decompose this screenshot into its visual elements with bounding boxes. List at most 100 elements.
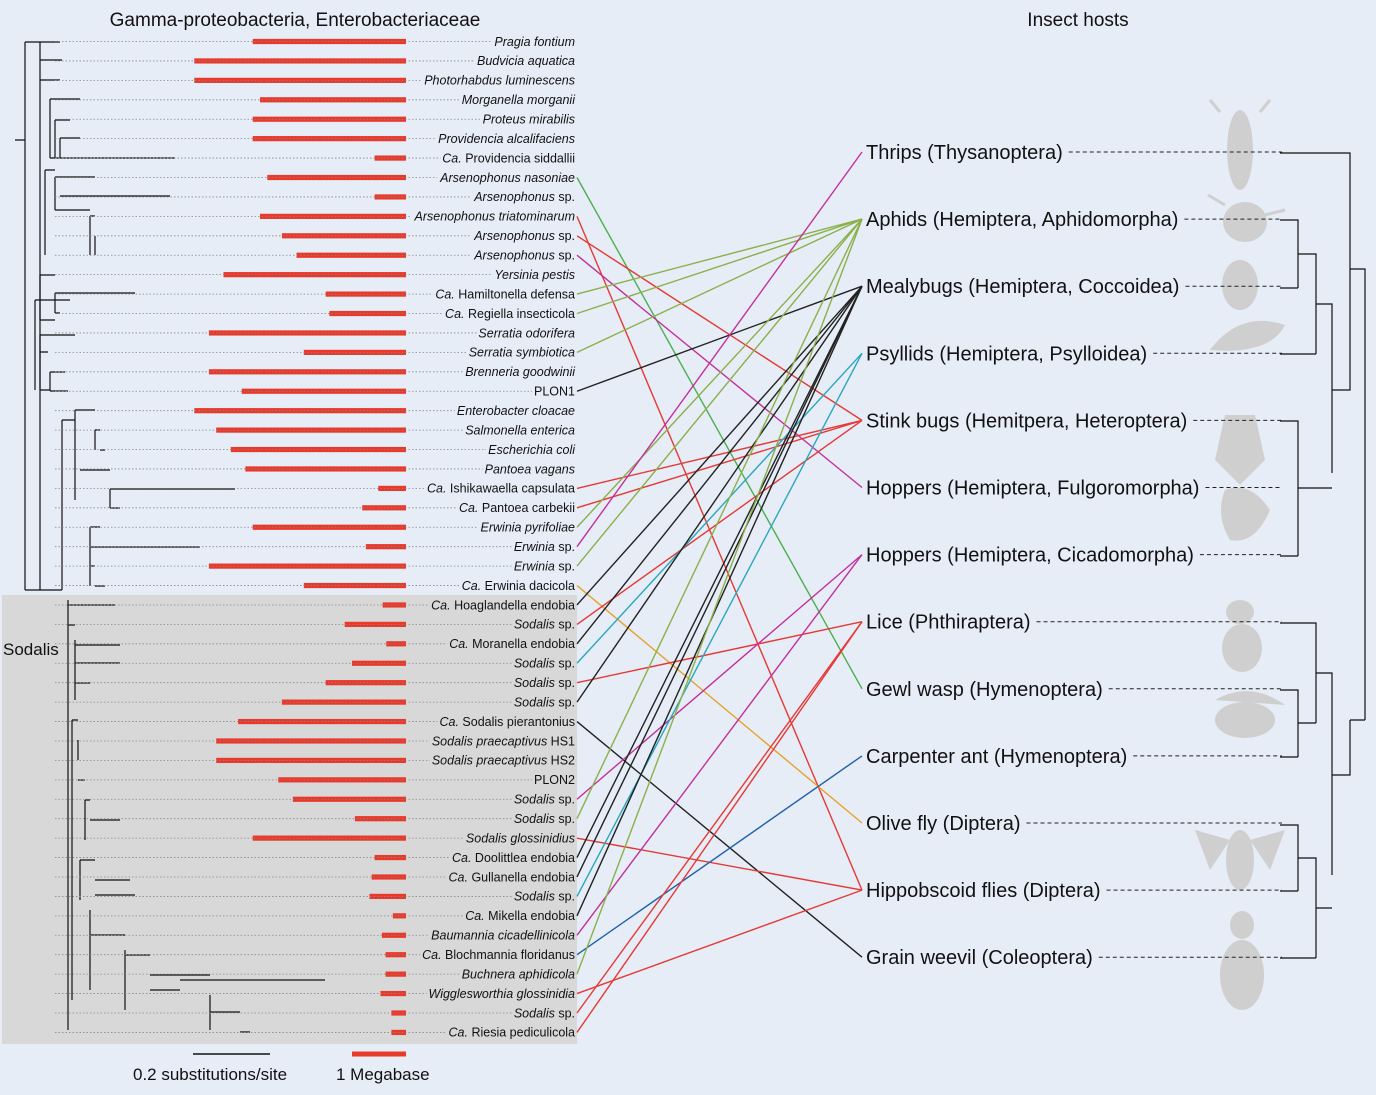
weevil-icon — [1220, 911, 1264, 1010]
taxon-label-bg — [443, 306, 578, 321]
taxon-name: Sodalis — [514, 676, 555, 690]
taxon-name: Mikella endobia — [488, 909, 575, 923]
taxon-label-bg — [454, 403, 578, 418]
taxon-label: Sodalis praecaptivus HS1 — [432, 734, 575, 748]
taxon-prefix: Ca. — [442, 151, 465, 165]
association-line — [576, 285, 863, 645]
taxon-label-bg — [420, 947, 577, 962]
taxon-label-bg — [511, 675, 577, 690]
taxon-name: Erwinia pyrifoliae — [481, 521, 576, 535]
taxon-label: Sodalis sp. — [514, 695, 575, 709]
taxon-label-bg — [463, 908, 578, 923]
association-line — [576, 721, 863, 958]
taxon-suffix: sp. — [555, 618, 575, 632]
genome-bar — [296, 252, 406, 258]
taxon-suffix: sp. — [555, 657, 575, 671]
taxon-label: Salmonella enterica — [465, 423, 575, 437]
taxon-name: Doolittlea endobia — [475, 851, 575, 865]
taxon-name: Blochmannia floridanus — [445, 948, 575, 962]
taxon-label-bg — [475, 53, 578, 68]
taxon-name: Arsenophonus nasoniae — [439, 171, 575, 185]
host-labels: Thrips (Thysanoptera)Aphids (Hemiptera, … — [866, 142, 1282, 969]
taxon-label: Morganella morganii — [462, 93, 576, 107]
host-label: Lice (Phthiraptera) — [866, 612, 1031, 634]
taxon-name: Providencia siddallii — [465, 151, 575, 165]
taxon-label: Baumannia cicadellinicola — [431, 929, 575, 943]
taxon-label-bg — [511, 695, 577, 710]
taxon-name: Photorhabdus luminescens — [424, 74, 575, 88]
taxon-label-bg — [440, 151, 577, 166]
taxon-label-bg — [436, 131, 577, 146]
taxon-label-bg — [492, 34, 577, 49]
taxon-name: Sodalis — [514, 812, 555, 826]
taxon-name: PLON1 — [534, 385, 575, 399]
fly-icon — [1195, 830, 1285, 890]
taxon-label-bg — [476, 325, 578, 340]
taxon-label: Providencia alcalifaciens — [438, 132, 575, 146]
substitution-scale-label: 0.2 substitutions/site — [133, 1065, 287, 1084]
taxon-label: Pantoea vagans — [485, 462, 575, 476]
taxon-name: Erwinia — [514, 540, 555, 554]
taxon-suffix: sp. — [555, 229, 575, 243]
taxon-label-bg — [511, 1006, 577, 1020]
taxon-prefix: Ca. — [445, 307, 468, 321]
taxon-label-bg — [463, 423, 578, 438]
association-line — [576, 621, 863, 1014]
taxon-name: Serratia symbiotica — [469, 346, 575, 360]
association-line — [576, 285, 863, 858]
association-line — [576, 151, 863, 548]
genome-bar — [365, 544, 406, 550]
taxon-label-bg — [511, 656, 577, 671]
taxon-prefix: Ca. — [452, 851, 475, 865]
taxon-label: Buchnera aphidicola — [462, 967, 575, 981]
taxon-label: Budvicia aquatica — [477, 54, 575, 68]
taxon-label: Ca. Doolittlea endobia — [452, 851, 575, 865]
genome-bar — [303, 582, 406, 589]
taxon-label-bg — [447, 636, 578, 651]
taxon-name: Sodalis — [514, 793, 555, 807]
sodalis-clade-label: Sodalis — [3, 640, 59, 659]
genome-bar — [281, 699, 406, 705]
taxon-label: Ca. Riesia pediculicola — [449, 1026, 576, 1040]
taxon-prefix: Ca. — [422, 948, 445, 962]
taxon-label: Sodalis sp. — [514, 657, 575, 671]
taxon-label-bg — [456, 500, 577, 515]
association-line — [576, 216, 863, 891]
taxon-name: Arsenophonus — [473, 249, 555, 263]
taxon-suffix: sp. — [555, 190, 575, 204]
host-label: Stink bugs (Hemitpera, Heteroptera) — [866, 410, 1187, 432]
genome-bar — [374, 854, 406, 861]
host-label: Gewl wasp (Hymenoptera) — [866, 679, 1103, 701]
taxon-label-bg — [532, 772, 578, 787]
taxon-label: Wigglesworthia glossinidia — [429, 987, 576, 1001]
taxon-label: Ca. Regiella insecticola — [445, 307, 575, 321]
taxon-suffix: sp. — [555, 793, 575, 807]
taxon-label: Sodalis glossinidius — [466, 831, 575, 845]
thrips-icon — [1208, 99, 1272, 190]
taxon-label: PLON1 — [534, 385, 575, 399]
genome-bar — [374, 194, 406, 200]
taxon-label-bg — [446, 869, 578, 884]
taxon-label-bg — [532, 384, 578, 399]
genome-bar — [351, 660, 406, 666]
taxon-label-bg — [437, 170, 578, 185]
taxon-suffix: sp. — [555, 676, 575, 690]
psyllid-icon — [1210, 320, 1285, 351]
association-line — [576, 285, 863, 606]
taxon-suffix: sp. — [555, 559, 575, 573]
right-header: Insect hosts — [1027, 10, 1128, 31]
taxon-label-bg — [429, 753, 578, 768]
taxon-prefix: Ca. — [439, 715, 462, 729]
taxon-name: Regiella insecticola — [468, 307, 575, 321]
taxon-label: Brenneria goodwinii — [465, 365, 576, 379]
genome-bar — [325, 291, 406, 297]
taxon-name: Sodalis praecaptivus — [432, 754, 547, 768]
association-lines — [576, 151, 863, 1033]
taxon-name: Gullanella endobia — [471, 870, 575, 884]
louse-icon — [1222, 600, 1262, 672]
host-label: Aphids (Hemiptera, Aphidomorpha) — [866, 209, 1178, 231]
host-label: Grain weevil (Coleoptera) — [866, 947, 1093, 969]
taxon-name: Pantoea carbekii — [482, 501, 575, 515]
